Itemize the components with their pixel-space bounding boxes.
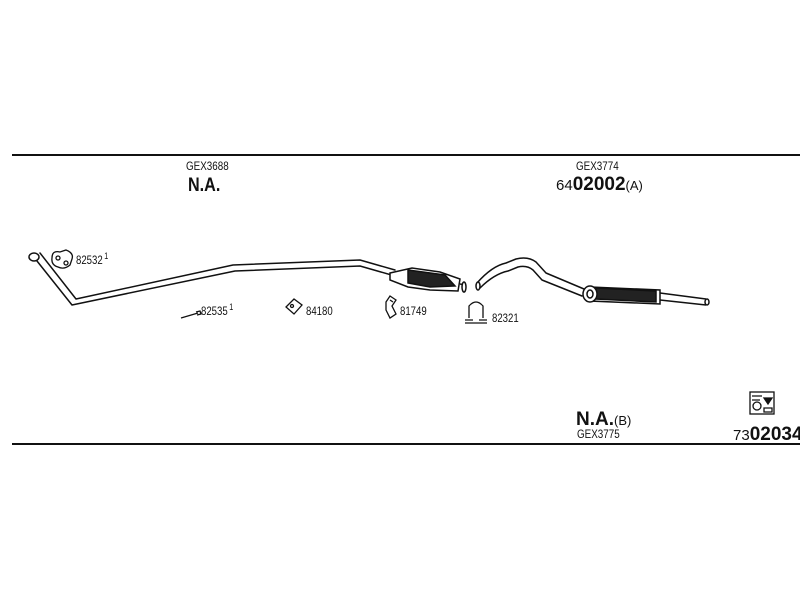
rear-pipe-flange-icon xyxy=(475,281,481,291)
page-number-main: 02034 xyxy=(749,424,800,445)
hanger-bracket-icon xyxy=(385,295,397,319)
rubber-mount-icon xyxy=(285,298,303,315)
part-label-84180: 84180 xyxy=(306,305,333,317)
rear-pipe xyxy=(476,257,585,297)
top-divider-line xyxy=(12,154,800,156)
rear-silencer-number-prefix: 64 xyxy=(556,177,573,194)
part-number: 81749 xyxy=(400,304,427,318)
front-pipe-status: N.A. xyxy=(188,175,221,196)
diagram-page-number: 7302034 xyxy=(733,425,800,444)
front-pipe xyxy=(32,252,396,306)
bottom-divider-line xyxy=(12,443,800,445)
bolt-icon xyxy=(180,310,202,319)
middle-silencer-status: N.A.(B) xyxy=(576,410,631,429)
pipe-clamp-icon xyxy=(465,301,487,324)
part-label-82321: 82321 xyxy=(492,312,519,324)
rear-silencer-number-main: 02002 xyxy=(572,174,626,195)
rear-silencer-number-suffix: (A) xyxy=(625,178,643,193)
part-number: 82532 xyxy=(76,253,103,267)
part-label-81749: 81749 xyxy=(400,305,427,317)
catalytic-converter xyxy=(389,267,467,293)
middle-silencer-code: GEX3775 xyxy=(577,427,620,441)
part-number: 82535 xyxy=(201,304,228,318)
part-number: 82321 xyxy=(492,311,519,325)
front-pipe-flange-icon xyxy=(28,252,40,262)
middle-silencer-status-suffix: (B) xyxy=(614,413,632,428)
part-note: 1 xyxy=(229,302,234,312)
page-number-prefix: 73 xyxy=(733,427,750,444)
rear-silencer xyxy=(582,285,710,306)
front-pipe-code: GEX3688 xyxy=(186,159,229,173)
part-number: 84180 xyxy=(306,304,333,318)
rear-silencer-part-number: 6402002(A) xyxy=(556,175,643,194)
gasket-icon xyxy=(51,249,74,269)
middle-silencer-status-text: N.A. xyxy=(576,409,614,430)
rear-silencer-code: GEX3774 xyxy=(576,159,619,173)
part-note: 1 xyxy=(104,251,109,261)
catalog-symbol-icon xyxy=(749,391,775,415)
